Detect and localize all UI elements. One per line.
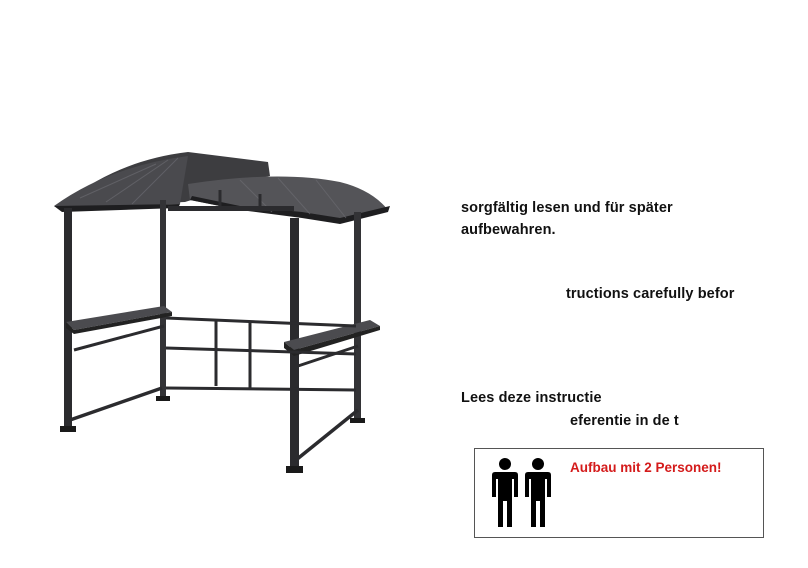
- assembly-warning-text: Aufbau mit 2 Personen!: [570, 460, 722, 475]
- english-instructions: tructions carefully befor: [566, 286, 735, 302]
- two-persons-icon: [492, 458, 551, 527]
- dutch-line-2: eferentie in de t: [570, 413, 679, 429]
- grill-gazebo-image: [54, 152, 390, 473]
- dutch-line-1: Lees deze instructie: [461, 390, 602, 406]
- german-line-1: sorgfältig lesen und für später: [461, 200, 673, 216]
- assembly-notice-box: Aufbau mit 2 Personen!: [474, 448, 764, 538]
- german-line-2: aufbewahren.: [461, 222, 556, 238]
- german-instructions: sorgfältig lesen und für später aufbewah…: [461, 197, 673, 241]
